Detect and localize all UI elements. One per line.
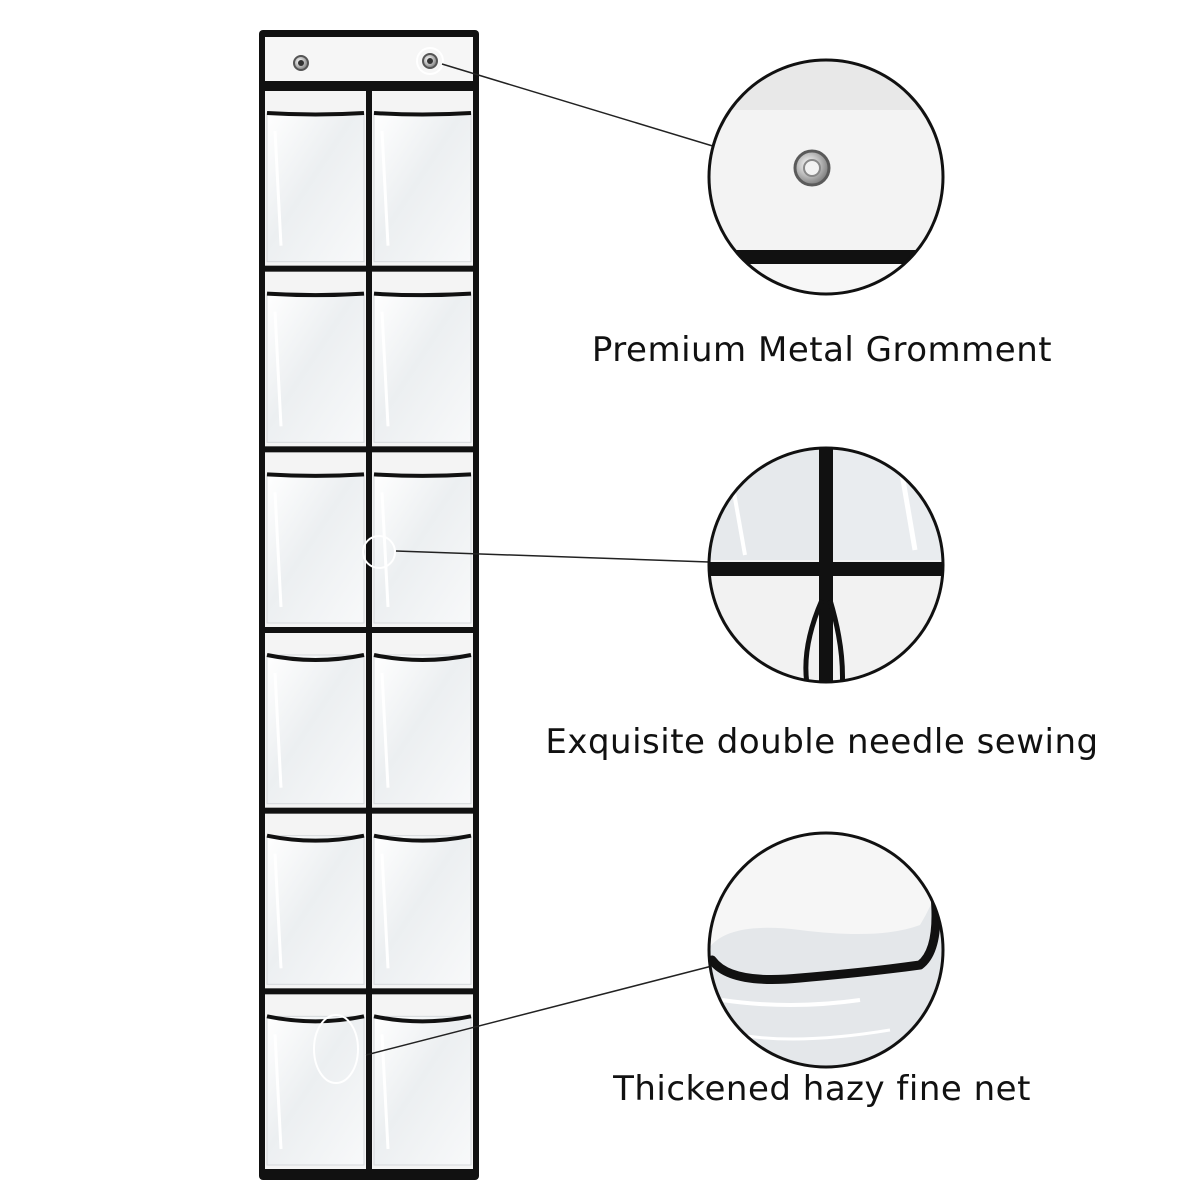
clear-pocket bbox=[266, 835, 365, 985]
callout-line-seam bbox=[395, 550, 710, 563]
pocket-rim-binding bbox=[266, 472, 365, 478]
pocket-shine bbox=[380, 853, 390, 969]
pocket-shine bbox=[273, 1034, 283, 1150]
pocket-rim-binding bbox=[373, 111, 472, 117]
callout-line-net bbox=[365, 965, 713, 1056]
pocket-rim-binding bbox=[266, 653, 365, 662]
grommet-left-hole bbox=[298, 60, 304, 66]
pocket-shine bbox=[273, 130, 283, 246]
feature-caption-sewing: Exquisite double needle sewing bbox=[545, 722, 1099, 762]
pocket-shine bbox=[273, 672, 283, 788]
pocket-rim-binding bbox=[373, 1014, 472, 1024]
grommet-right-hole bbox=[427, 58, 433, 64]
clear-pocket bbox=[266, 654, 365, 805]
callout-line-grommet bbox=[441, 63, 717, 148]
pocket-rim-binding bbox=[373, 291, 472, 298]
pocket-rim-binding bbox=[373, 653, 472, 662]
pocket-shine bbox=[273, 853, 283, 969]
pocket-shine bbox=[380, 311, 390, 427]
pocket-rim-binding bbox=[266, 1014, 365, 1024]
pocket-rim-binding bbox=[373, 833, 472, 843]
pocket-shine bbox=[380, 672, 390, 788]
clear-pocket bbox=[373, 112, 472, 263]
clear-pocket bbox=[373, 654, 472, 805]
pocket-rim-binding bbox=[266, 111, 365, 117]
shoe-organizer bbox=[259, 30, 479, 1180]
grommet-highlight-ring bbox=[416, 47, 444, 75]
pocket-grid bbox=[265, 91, 473, 1169]
clear-pocket bbox=[266, 293, 365, 443]
detail-circle-net bbox=[707, 831, 945, 1069]
callout-marker-net bbox=[313, 1014, 359, 1084]
clear-pocket bbox=[373, 835, 472, 985]
feature-caption-net: Thickened hazy fine net bbox=[613, 1069, 1031, 1109]
pocket-shine bbox=[273, 311, 283, 427]
pocket-shine bbox=[380, 130, 390, 246]
clear-pocket bbox=[373, 473, 472, 624]
detail-circle-grommet bbox=[707, 58, 945, 296]
pocket-shine bbox=[380, 1034, 390, 1150]
pocket-rim-binding bbox=[266, 833, 365, 843]
detail-circle-seam bbox=[707, 446, 945, 684]
pocket-rim-binding bbox=[373, 472, 472, 478]
clear-pocket bbox=[266, 112, 365, 263]
pocket-shine bbox=[380, 492, 390, 608]
feature-caption-grommet: Premium Metal Gromment bbox=[591, 330, 1053, 370]
pocket-shine bbox=[273, 492, 283, 608]
callout-marker-seam bbox=[362, 535, 396, 569]
pocket-rim-binding bbox=[266, 291, 365, 298]
